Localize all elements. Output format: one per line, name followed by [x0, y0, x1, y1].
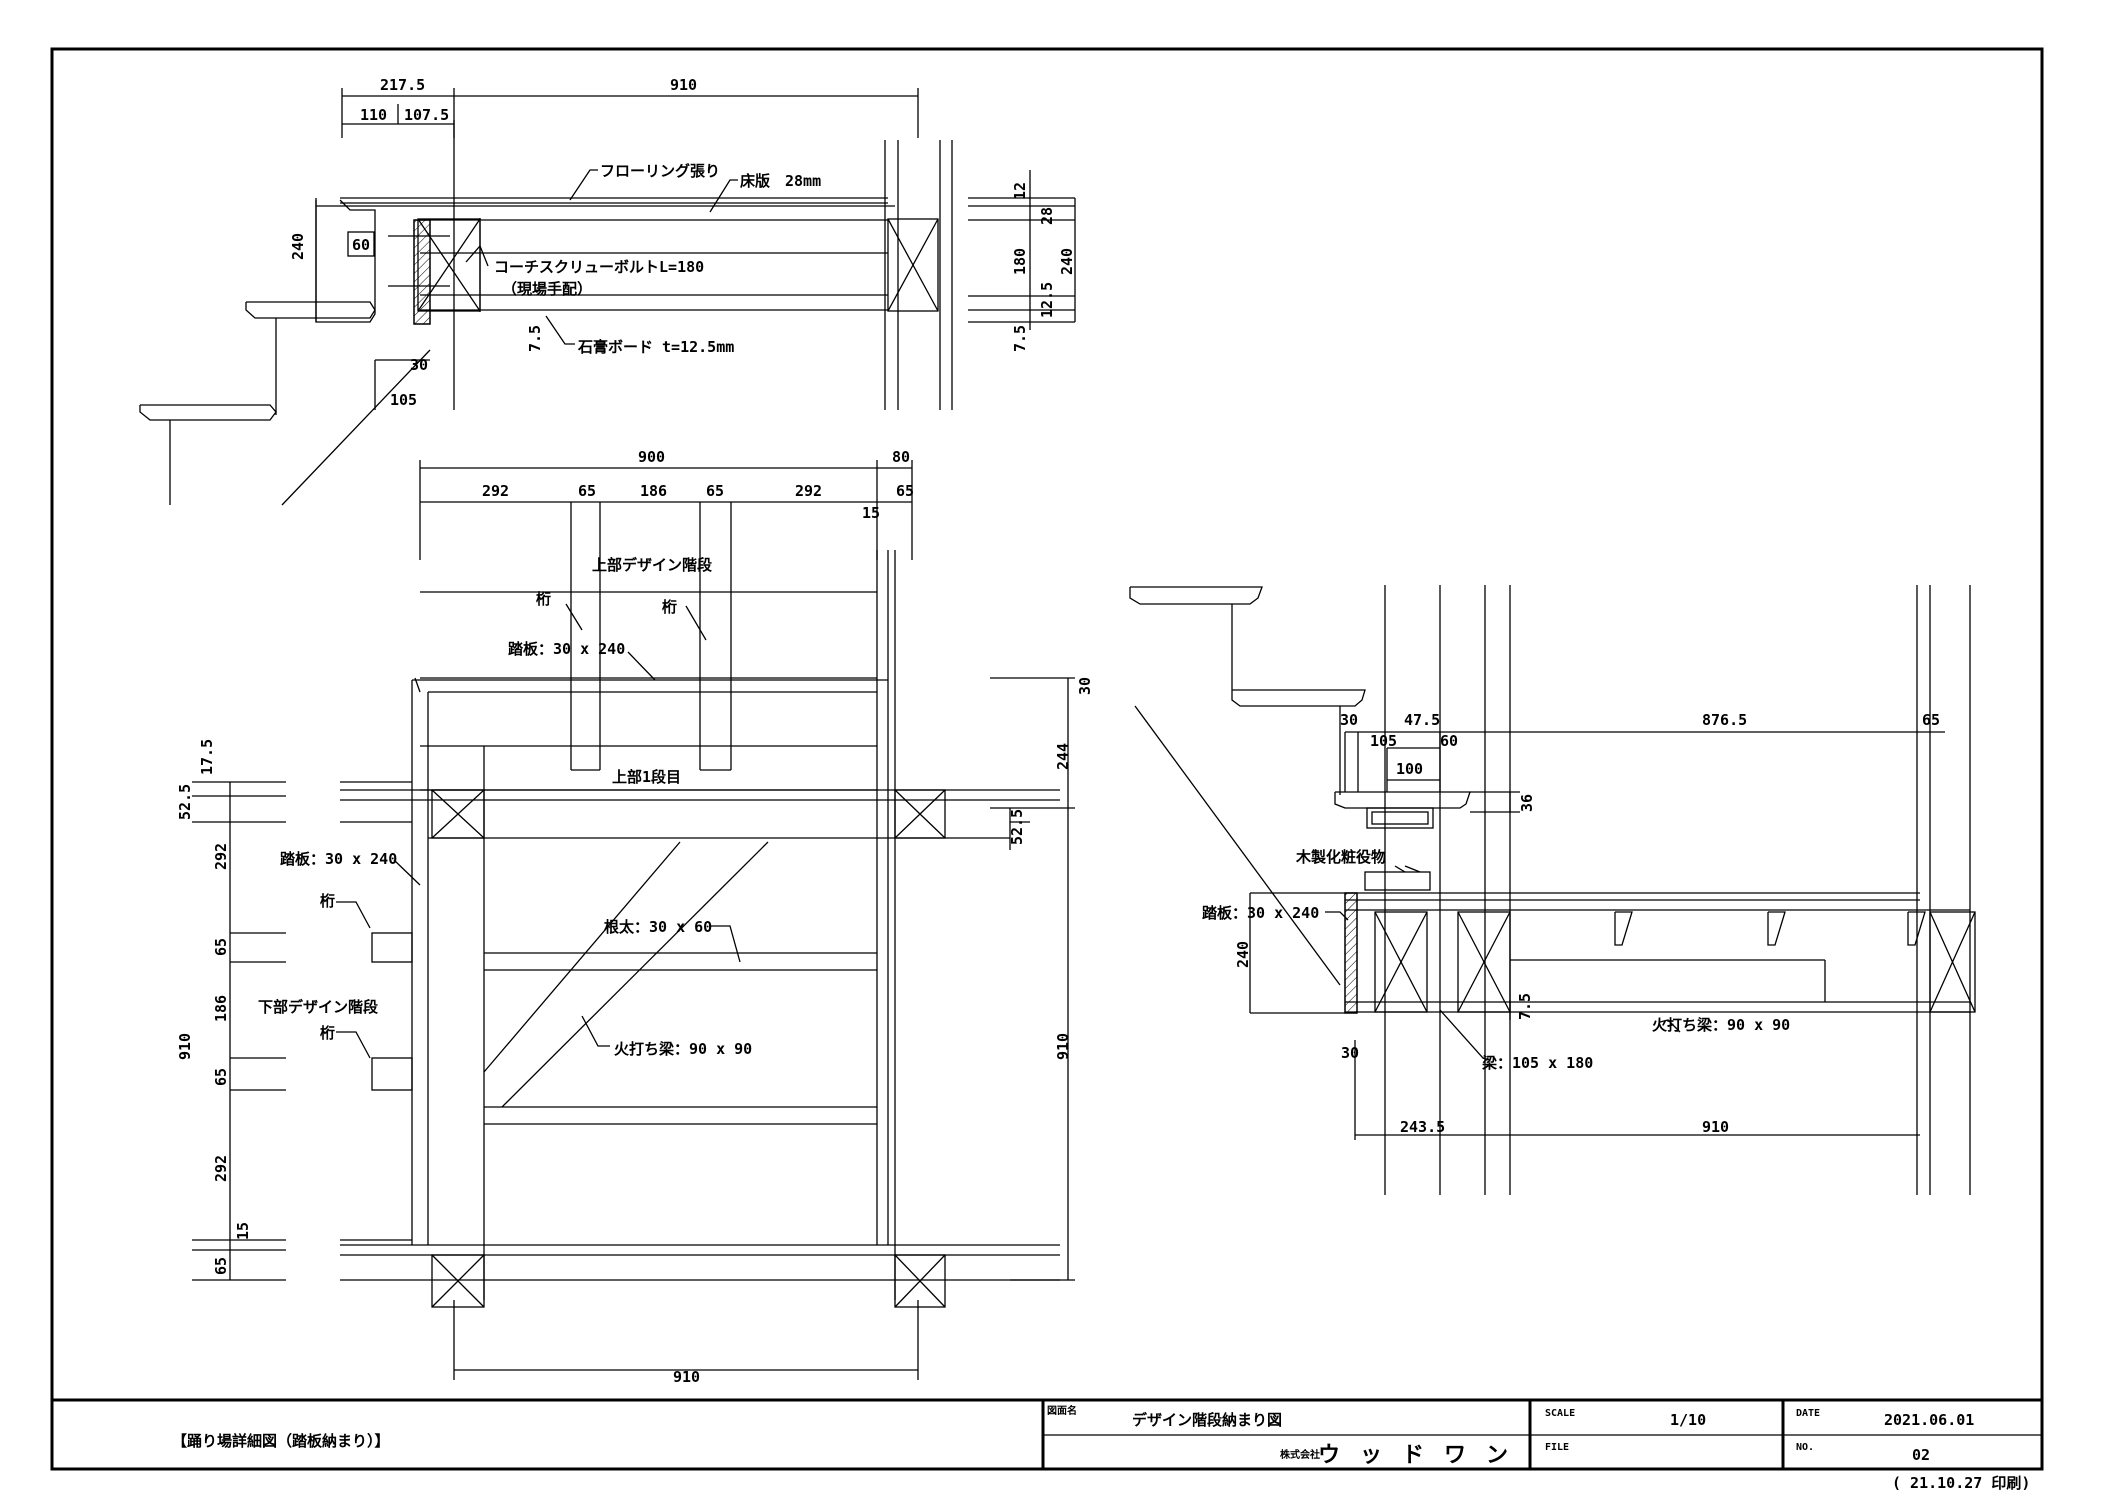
- dim-sec-65: 65: [1922, 711, 1940, 729]
- dim-plan-80: 80: [892, 448, 910, 466]
- drawing-title: 【踊り場詳細図（踏板納まり）】: [172, 1432, 390, 1450]
- dim-top-110: 110: [360, 106, 387, 124]
- dim-top-7-5-right: 7.5: [1011, 325, 1029, 352]
- dim-top-12: 12: [1011, 182, 1029, 200]
- dim-top-12-5: 12.5: [1038, 282, 1056, 318]
- note-fire-beam-plan: 火打ち梁：90 x 90: [614, 1040, 752, 1058]
- dim-plan-65-left-a: 65: [212, 938, 230, 956]
- note-tread-section: 踏板：30 x 240: [1202, 904, 1319, 922]
- dim-top-7-5: 7.5: [526, 325, 544, 352]
- note-lower-stair: 下部デザイン階段: [258, 998, 378, 1016]
- dim-plan-900: 900: [638, 448, 665, 466]
- dim-plan-292b: 292: [795, 482, 822, 500]
- dim-top-217-5: 217.5: [380, 76, 425, 94]
- dim-sec-30-bottom: 30: [1341, 1044, 1359, 1062]
- dim-sec-910: 910: [1702, 1118, 1729, 1136]
- note-stringer-left-upper: 桁: [320, 892, 335, 910]
- dim-sec-100: 100: [1396, 760, 1423, 778]
- date-label: DATE: [1796, 1408, 1820, 1419]
- dim-plan-65-left-b: 65: [212, 1068, 230, 1086]
- dim-top-240: 240: [289, 233, 307, 260]
- dim-sec-36: 36: [1518, 794, 1536, 812]
- print-date: ( 21.10.27 印刷): [1892, 1474, 2030, 1492]
- dim-plan-65a: 65: [578, 482, 596, 500]
- dim-plan-65-left-c: 65: [212, 1257, 230, 1275]
- dim-plan-15: 15: [862, 504, 880, 522]
- note-stringer-upper-right: 桁: [662, 598, 677, 616]
- dim-sec-105: 105: [1370, 732, 1397, 750]
- drawing-name-label: 図面名: [1047, 1404, 1077, 1417]
- drawing-frame: [50, 47, 2044, 1471]
- title-block: 【踊り場詳細図（踏板納まり）】 図面名 デザイン階段納まり図 株式会社 ウッドワ…: [172, 1400, 2042, 1492]
- dim-sec-60: 60: [1440, 732, 1458, 750]
- dim-top-30: 30: [410, 356, 428, 374]
- dim-plan-186-left: 186: [212, 995, 230, 1022]
- dim-sec-30-top: 30: [1340, 711, 1358, 729]
- dim-top-28: 28: [1038, 207, 1056, 225]
- note-wood-trim: 木製化粧役物: [1295, 848, 1386, 866]
- dim-sec-7-5: 7.5: [1516, 993, 1534, 1020]
- plan-view: 900 80 292 65 186 65 292 65 15: [176, 448, 1094, 1386]
- dim-plan-15-left: 15: [234, 1222, 252, 1240]
- company-prefix: 株式会社: [1280, 1448, 1320, 1461]
- dim-plan-17-5: 17.5: [198, 739, 216, 775]
- dim-top-240-right: 240: [1058, 248, 1076, 275]
- dim-top-107-5: 107.5: [404, 106, 449, 124]
- note-stringer-upper-left: 桁: [536, 590, 551, 608]
- dim-top-105: 105: [390, 391, 417, 409]
- section-view: 30 47.5 876.5 65 105 60 100 36 240 7.5 3…: [1129, 585, 1976, 1195]
- dim-top-910: 910: [670, 76, 697, 94]
- dim-plan-910-bottom: 910: [673, 1368, 700, 1386]
- note-gypsum: 石膏ボード t=12.5mm: [577, 338, 734, 356]
- date-value: 2021.06.01: [1884, 1411, 1974, 1429]
- note-coach-screw: コーチスクリューボルトL=180: [494, 258, 704, 276]
- dim-sec-243-5: 243.5: [1400, 1118, 1445, 1136]
- note-flooring: フローリング張り: [600, 162, 720, 180]
- dim-top-60: 60: [352, 236, 370, 254]
- company-name: ウッドワン: [1318, 1443, 1528, 1468]
- drawing-name: デザイン階段納まり図: [1132, 1411, 1282, 1429]
- dim-sec-47-5: 47.5: [1404, 711, 1440, 729]
- dim-plan-186: 186: [640, 482, 667, 500]
- dim-plan-292a: 292: [482, 482, 509, 500]
- dim-plan-244: 244: [1054, 743, 1072, 770]
- top-section-view: 217.5 910 110 107.5: [139, 76, 1076, 506]
- dim-plan-292-left-a: 292: [212, 843, 230, 870]
- no-value: 02: [1912, 1446, 1930, 1464]
- dim-plan-30-right: 30: [1076, 677, 1094, 695]
- note-tread-plan-left: 踏板：30 x 240: [280, 850, 397, 868]
- note-fire-beam-section: 火打ち梁：90 x 90: [1652, 1016, 1790, 1034]
- dim-plan-65b: 65: [706, 482, 724, 500]
- dim-top-180: 180: [1011, 248, 1029, 275]
- dim-sec-876-5: 876.5: [1702, 711, 1747, 729]
- dim-plan-910-right: 910: [1054, 1033, 1072, 1060]
- dim-plan-52-5-left: 52.5: [176, 784, 194, 820]
- dim-sec-240: 240: [1234, 941, 1252, 968]
- note-floor-slab: 床版 28mm: [740, 172, 821, 190]
- no-label: NO.: [1796, 1442, 1814, 1453]
- note-joist: 根太：30 x 60: [604, 918, 712, 936]
- note-upper-stair: 上部デザイン階段: [592, 556, 712, 574]
- scale-value: 1/10: [1670, 1411, 1706, 1429]
- note-beam-section: 梁：105 x 180: [1481, 1054, 1593, 1072]
- note-onsite: （現場手配）: [502, 280, 592, 298]
- note-tread-plan-upper: 踏板：30 x 240: [508, 640, 625, 658]
- scale-label: SCALE: [1545, 1408, 1575, 1419]
- dim-plan-910-left: 910: [176, 1033, 194, 1060]
- dim-plan-292-left-b: 292: [212, 1155, 230, 1182]
- dim-plan-52-5-right: 52.5: [1008, 809, 1026, 845]
- dim-plan-65c: 65: [896, 482, 914, 500]
- note-upper-first-step: 上部1段目: [612, 768, 681, 786]
- note-stringer-left-lower: 桁: [320, 1024, 335, 1042]
- file-label: FILE: [1545, 1442, 1569, 1453]
